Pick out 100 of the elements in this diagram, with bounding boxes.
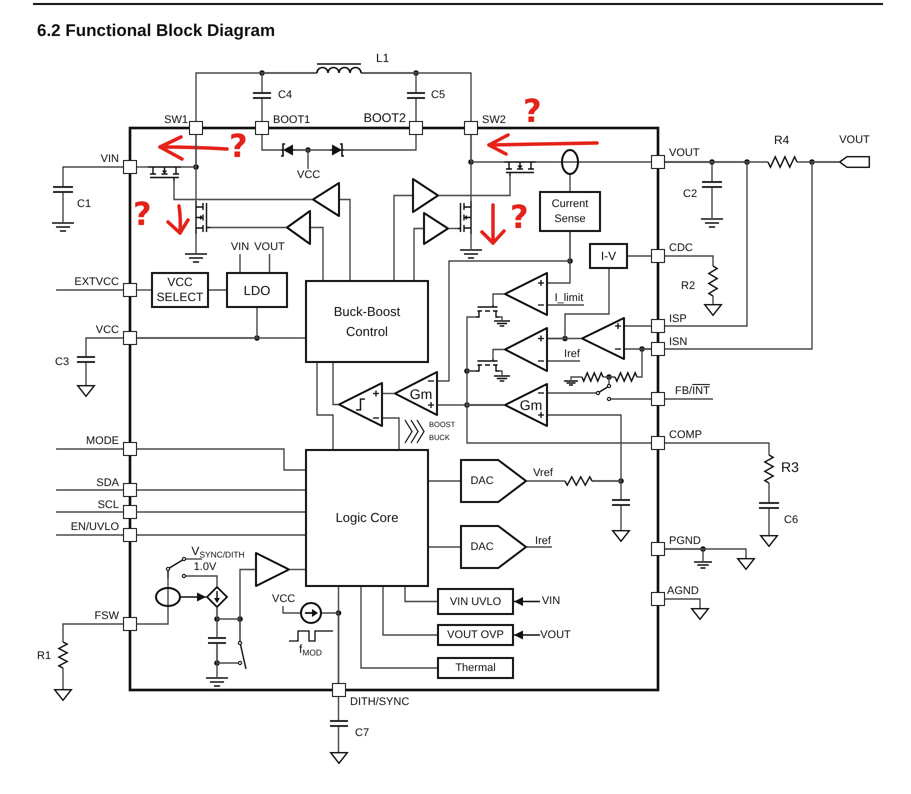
component-label: R3 — [781, 461, 799, 474]
wire — [332, 363, 338, 406]
resistor-symbol — [565, 476, 592, 486]
wire — [290, 568, 305, 570]
diode-symbol — [281, 143, 295, 157]
pin-pad — [651, 342, 665, 356]
wire — [665, 442, 770, 455]
signal-label: VOUT — [540, 628, 571, 642]
resistor-symbol — [58, 642, 68, 668]
wire — [137, 289, 151, 291]
current-source-symbol — [300, 602, 322, 624]
wire — [186, 575, 218, 586]
block-label: I-V — [600, 249, 616, 263]
signal-label: V$_{SYNC/DITH}$ — [190, 543, 246, 559]
wire — [548, 392, 596, 394]
function-block — [437, 657, 514, 679]
pin-label: COMP — [669, 429, 702, 442]
pin-pad — [464, 121, 478, 135]
arrow — [514, 630, 540, 640]
component-label: C4 — [278, 89, 292, 102]
pin-pad — [332, 683, 346, 697]
wire — [429, 480, 460, 482]
wire — [295, 149, 309, 169]
edge-label: Vref — [533, 467, 553, 479]
arrow — [181, 592, 206, 602]
current-sense-loop — [155, 587, 181, 607]
wire — [195, 234, 197, 253]
pin-label: MODE — [86, 435, 119, 448]
ground-symbol — [185, 253, 207, 263]
pin-pad — [123, 442, 137, 456]
pin-pad — [123, 505, 137, 519]
pin-label: AGND — [667, 585, 699, 598]
amplifier-triangle — [312, 182, 340, 217]
pin-pad — [651, 249, 665, 263]
wire — [608, 376, 615, 384]
block-label: DAC — [470, 540, 494, 554]
question-mark: ? — [229, 130, 248, 162]
wire — [261, 72, 317, 92]
wire — [239, 568, 255, 641]
function-block — [437, 624, 514, 646]
wire — [322, 612, 340, 683]
component-label: R4 — [774, 134, 790, 147]
pin-label: FSW — [94, 610, 119, 623]
inductor-symbol — [317, 63, 361, 74]
wire — [413, 228, 423, 280]
pin-label: BOOT2 — [364, 112, 406, 125]
ground-symbol — [494, 320, 510, 327]
capacitor-symbol — [77, 356, 95, 363]
current-sense-loop — [561, 149, 579, 175]
function-block — [589, 243, 628, 269]
pin-pad — [189, 121, 203, 135]
wire — [625, 325, 651, 327]
pin-label: SDA — [96, 477, 119, 490]
wire — [56, 289, 123, 291]
component-label: C7 — [355, 727, 370, 740]
block-label: Thermal — [455, 661, 496, 675]
wire — [620, 506, 622, 530]
amplifier-triangle — [423, 212, 449, 245]
wire — [62, 193, 64, 222]
wire — [209, 289, 226, 291]
amplifier-triangle — [412, 178, 439, 213]
controlled-source-diamond — [206, 586, 228, 608]
capacitor-symbol — [53, 186, 73, 193]
block-label: LDO — [244, 282, 270, 298]
wire — [570, 376, 582, 380]
arrow — [514, 597, 540, 606]
pin-pad — [123, 528, 137, 542]
block-label: DAC — [470, 474, 494, 488]
wire — [499, 370, 503, 375]
pin-pad — [123, 331, 137, 345]
wire — [56, 489, 123, 491]
wire — [711, 188, 713, 218]
wire — [536, 161, 561, 163]
block-label: Current Sense — [550, 196, 590, 226]
wire — [429, 546, 460, 548]
amplifier-triangle — [504, 383, 548, 427]
wire — [137, 166, 148, 168]
resistor-symbol — [764, 455, 774, 483]
ground-symbol — [460, 249, 482, 259]
transistor-symbol — [193, 201, 210, 234]
wire — [239, 254, 241, 272]
capacitor-symbol — [253, 92, 271, 99]
function-block — [305, 280, 429, 363]
block-label: VOUT OVP — [447, 628, 504, 642]
pin-pad — [123, 617, 137, 631]
component-label: C2 — [683, 188, 698, 201]
wire — [261, 99, 263, 121]
dac-block — [460, 525, 527, 569]
signal-label: VCC — [297, 169, 319, 181]
wire — [470, 234, 472, 249]
question-mark: ? — [523, 95, 542, 127]
switch-symbol — [596, 384, 611, 401]
wire — [360, 587, 437, 669]
wire — [611, 398, 651, 400]
wire — [56, 448, 123, 450]
wire — [311, 226, 324, 280]
transistor-symbol — [148, 164, 181, 181]
ground-symbol — [694, 561, 712, 569]
capacitor-symbol — [330, 720, 348, 727]
ground-symbol — [52, 222, 74, 232]
